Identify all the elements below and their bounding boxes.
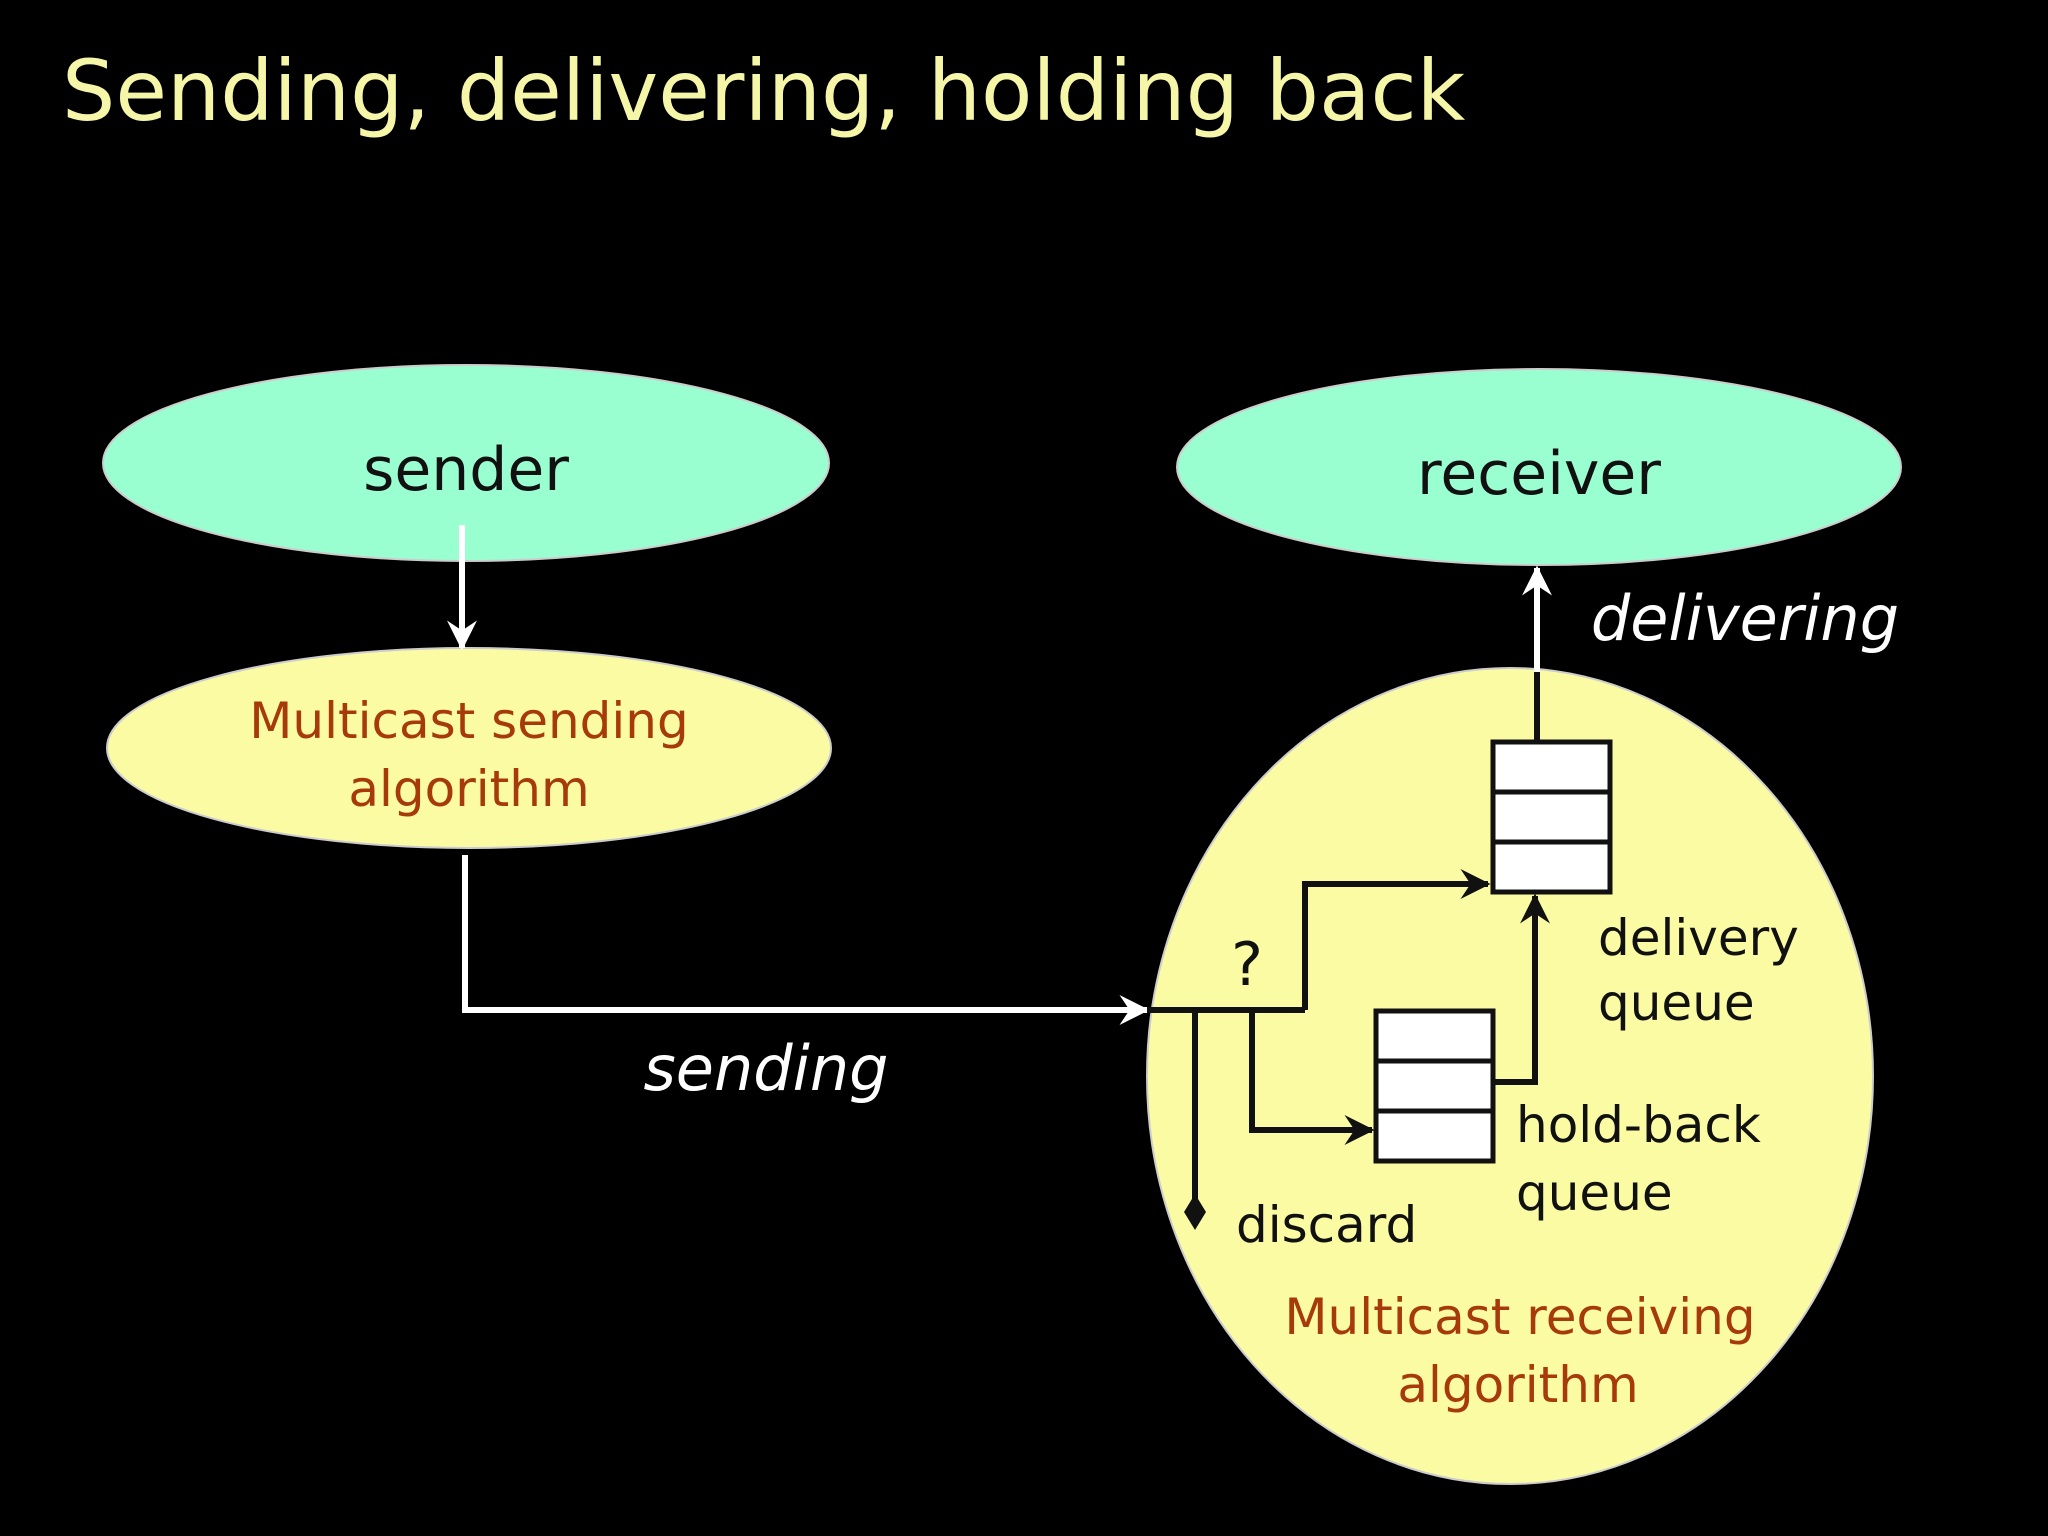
delivery-queue-label-line2: queue [1598,974,1755,1032]
delivery-queue-label-line1: delivery [1598,909,1799,967]
holdback-queue-label-line1: hold-back [1516,1096,1761,1154]
route-to-holdback-queue-arrow [1249,1010,1375,1145]
sender-node [102,364,830,562]
receiver-label: receiver [1417,439,1661,509]
sending-label: sending [644,1032,889,1105]
receiving-algorithm-label-line1: Multicast receiving [1284,1288,1755,1346]
holdback-to-delivery-arrow [1493,893,1550,1085]
sender-label: sender [363,435,569,505]
sending-algorithm-label-line2: algorithm [348,760,589,818]
decision-label: ? [1231,930,1263,1000]
delivering-label: delivering [1591,582,1899,655]
route-to-delivery-queue-arrow [1302,869,1491,1010]
receiver-node [1176,368,1902,566]
discard-label: discard [1236,1196,1417,1254]
holdback-queue-label-line2: queue [1516,1164,1673,1222]
sending-arrow [462,855,1150,1025]
delivery-queue [1490,739,1613,895]
receiving-algorithm-node [1146,667,1874,1485]
holdback-queue [1373,1008,1496,1164]
sending-algorithm-label-line1: Multicast sending [249,692,688,750]
slide-title: Sending, delivering, holding back [62,42,1466,140]
discard-marker [1184,1194,1206,1230]
receiving-algorithm-label-line2: algorithm [1397,1356,1638,1414]
